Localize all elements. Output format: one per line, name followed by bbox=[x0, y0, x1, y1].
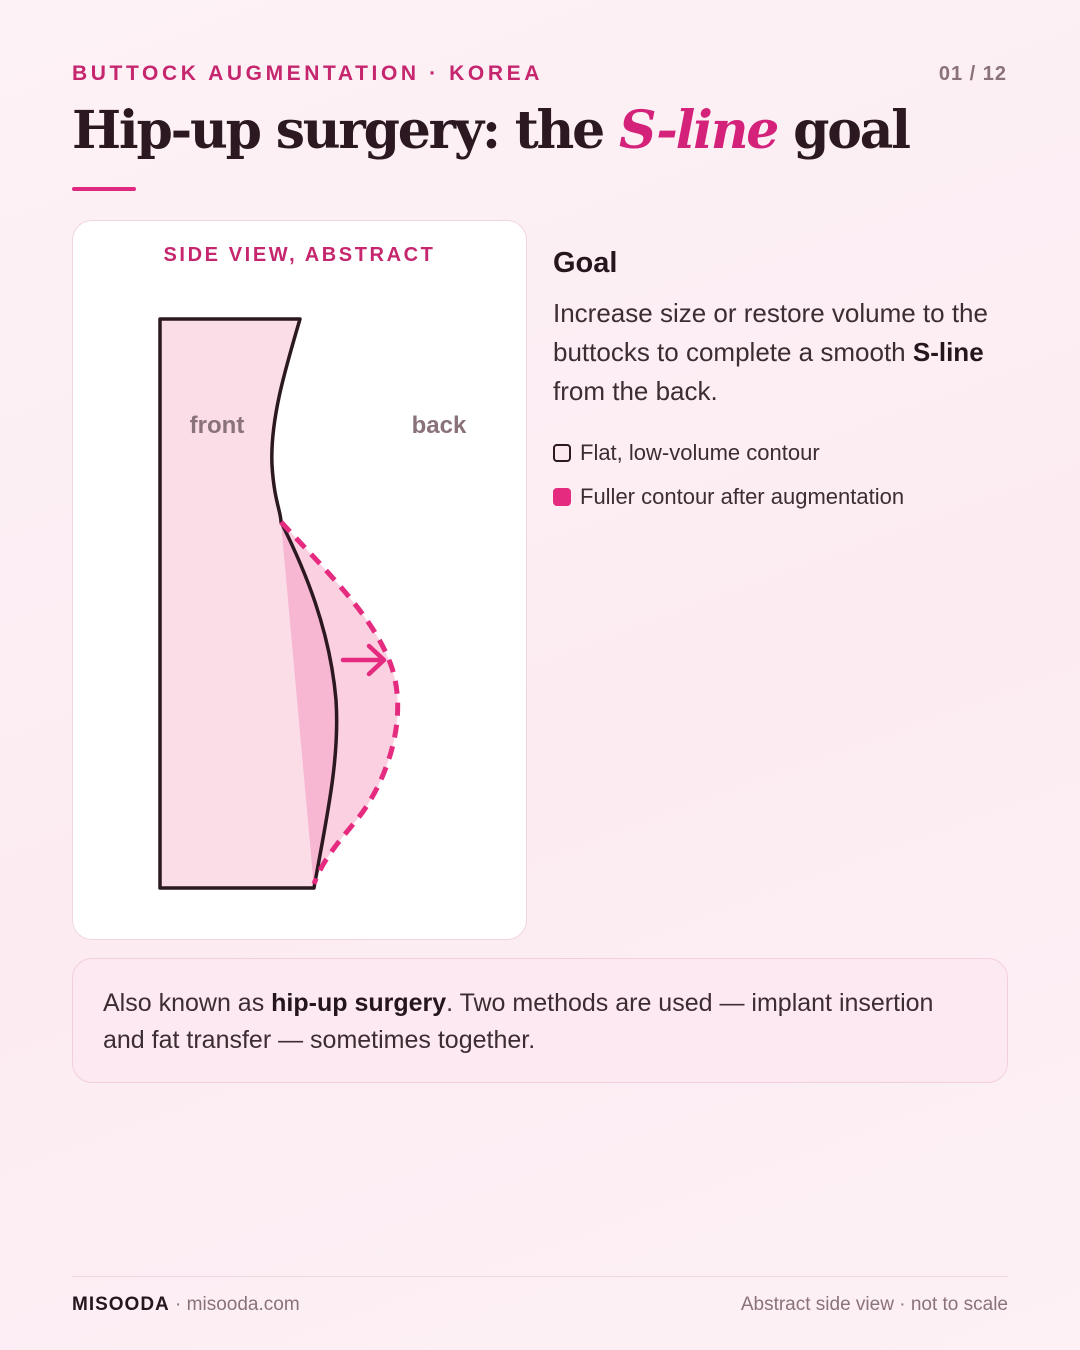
legend-label-flat: Flat, low-volume contour bbox=[580, 440, 820, 465]
note-text-lead: Also known as bbox=[103, 989, 272, 1017]
footer-brand: MISOODA · misooda.com bbox=[72, 1294, 300, 1316]
page-indicator: 01 / 12 bbox=[938, 63, 1007, 85]
front-label: front bbox=[190, 412, 245, 439]
goal-text-tail: from the back. bbox=[553, 376, 718, 406]
body-silhouette bbox=[160, 319, 337, 888]
augmented-contour-line bbox=[279, 520, 401, 885]
footer-divider bbox=[72, 1276, 1008, 1277]
augmentation-arrow-icon bbox=[340, 643, 387, 677]
legend-label-fuller: Fuller contour after augmentation bbox=[580, 484, 905, 509]
note-text-bold: hip-up surgery bbox=[271, 989, 447, 1017]
goal-text-lead: Increase size or restore volume to the b… bbox=[553, 298, 988, 367]
eyebrow-label: BUTTOCK AUGMENTATION · KOREA bbox=[72, 62, 543, 85]
goal-description: Increase size or restore volume to the b… bbox=[553, 294, 1013, 411]
title-lead: Hip-up surgery: the bbox=[72, 100, 619, 161]
info-note: Also known as hip-up surgery. Two method… bbox=[72, 958, 1008, 1083]
back-label: back bbox=[412, 412, 467, 439]
legend-item-flat: Flat, low-volume contour bbox=[553, 440, 820, 466]
title-tail: goal bbox=[777, 100, 911, 161]
title-underline bbox=[72, 187, 136, 191]
legend-swatch-filled-icon bbox=[553, 488, 571, 506]
legend-item-fuller: Fuller contour after augmentation bbox=[553, 484, 904, 510]
original-volume-fill bbox=[281, 522, 337, 888]
diagram-label: SIDE VIEW, ABSTRACT bbox=[163, 244, 436, 266]
body-outline bbox=[158, 317, 339, 890]
page-title: Hip-up surgery: the S-line goal bbox=[72, 100, 911, 161]
note-text-tail: . Two methods are used — implant inserti… bbox=[103, 989, 934, 1054]
goal-text-bold: S-line bbox=[912, 337, 984, 367]
legend-swatch-outline-icon bbox=[553, 444, 571, 462]
brand-site-link[interactable]: · misooda.com bbox=[169, 1294, 300, 1315]
footer-disclaimer: Abstract side view · not to scale bbox=[740, 1294, 1008, 1315]
brand-name: MISOODA bbox=[72, 1294, 170, 1315]
title-emphasis: S-line bbox=[618, 100, 779, 161]
goal-heading: Goal bbox=[553, 247, 618, 279]
